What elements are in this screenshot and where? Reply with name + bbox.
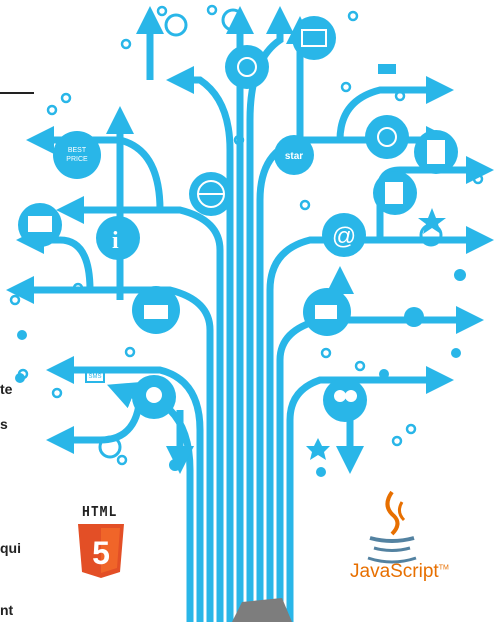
svg-text:@: @ xyxy=(332,223,356,250)
header-rule xyxy=(0,92,34,94)
svg-text:i: i xyxy=(112,228,119,254)
clock-icon xyxy=(164,13,188,37)
globe-icon xyxy=(98,435,122,459)
broadcast-icon xyxy=(225,45,269,89)
broadcast-icon xyxy=(365,115,409,159)
basket-icon xyxy=(451,348,461,358)
html5-label: HTML xyxy=(82,505,118,520)
text-fragment: te xyxy=(0,381,13,397)
globe-icon xyxy=(454,269,466,281)
svg-text:PRICE: PRICE xyxy=(66,156,88,163)
text-fragment: nt xyxy=(0,602,14,618)
users-icon xyxy=(323,378,367,422)
www-globe-icon xyxy=(221,8,245,32)
user-icon xyxy=(316,467,326,477)
star-badge xyxy=(274,135,314,175)
best-price-badge xyxy=(53,131,101,179)
svg-text:BEST: BEST xyxy=(68,147,87,154)
users-icon xyxy=(404,307,424,327)
javascript-label: JavaScriptTM xyxy=(350,561,449,582)
text-fragment: s xyxy=(0,416,8,432)
at-icon xyxy=(322,213,366,257)
gear-icon-cluster xyxy=(9,4,484,466)
envelope-icon xyxy=(292,16,336,60)
star-icon xyxy=(306,438,330,460)
svg-text:SMS: SMS xyxy=(88,374,101,380)
text-fragment: qui xyxy=(0,540,21,556)
link-icon xyxy=(378,64,396,74)
stand-base xyxy=(232,598,292,622)
html5-logo-icon: 5 xyxy=(78,524,124,578)
users-icon xyxy=(169,459,181,471)
sms-icon xyxy=(85,367,105,383)
info-icon xyxy=(96,216,140,260)
rss-icon xyxy=(379,369,389,379)
svg-text:star: star xyxy=(285,151,303,162)
star-icon xyxy=(418,208,446,234)
svg-text:5: 5 xyxy=(92,535,110,571)
javascript-logo-icon xyxy=(367,490,417,564)
gear-icon xyxy=(17,330,27,340)
